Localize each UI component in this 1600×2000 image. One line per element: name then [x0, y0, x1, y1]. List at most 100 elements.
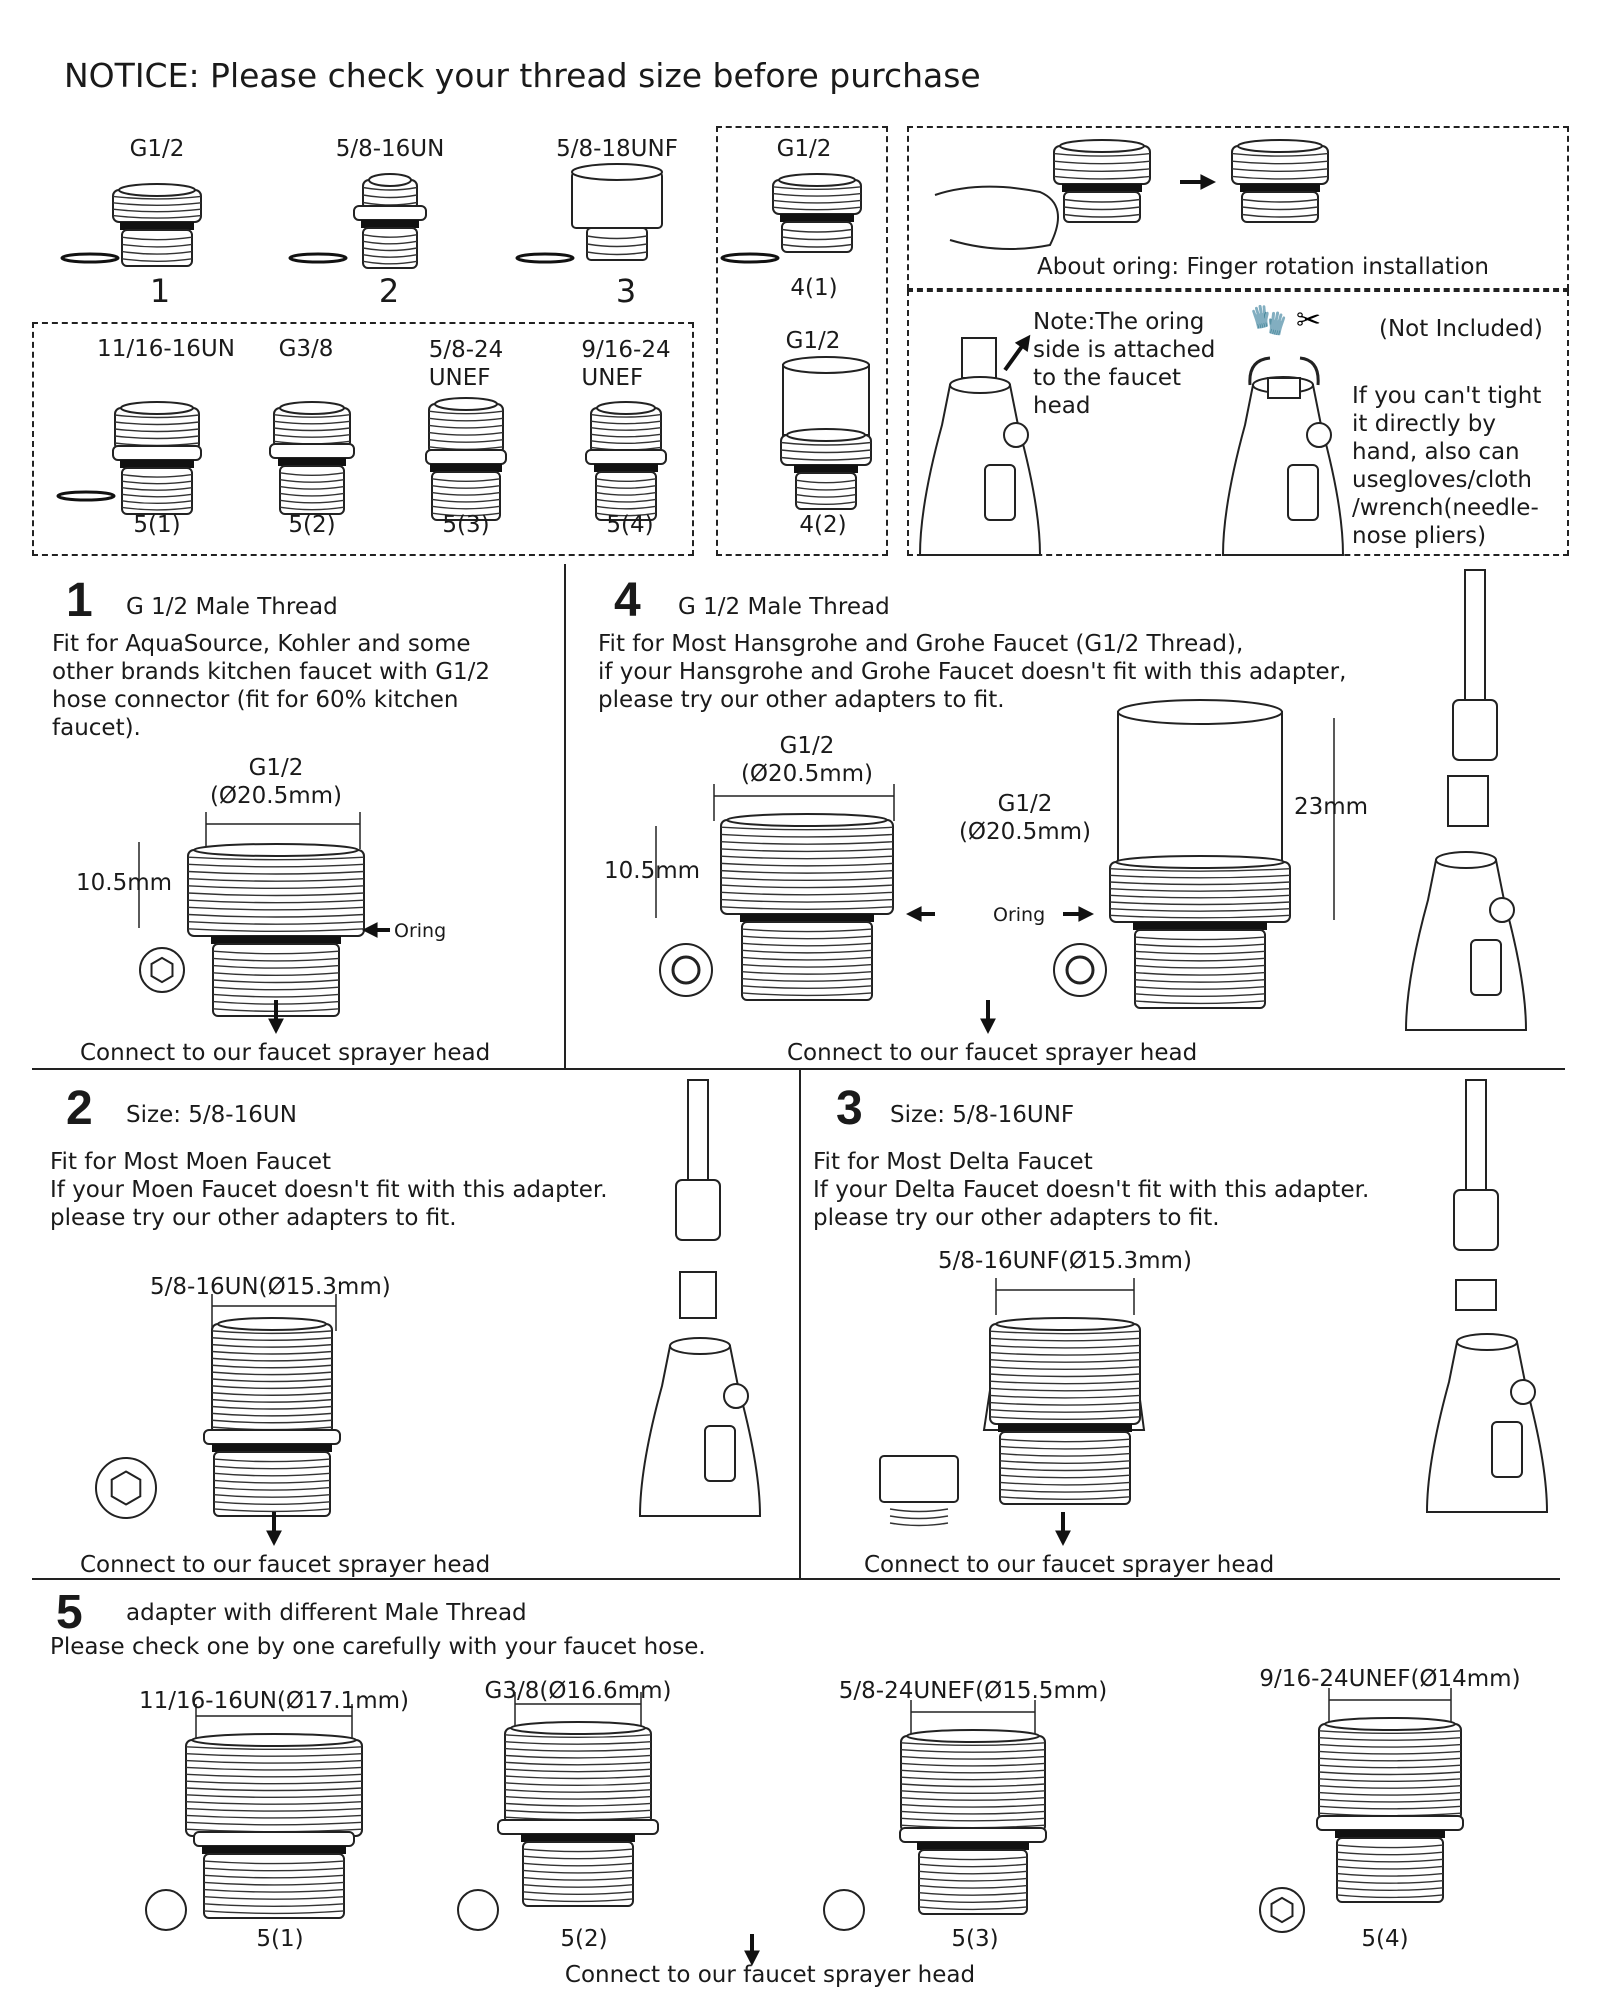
- adapter-5-1-oring-band: [120, 460, 194, 468]
- thread-line: [900, 1755, 1046, 1760]
- thread-line: [522, 1855, 634, 1860]
- adapter-4-2-body: [782, 364, 870, 436]
- thread-line: [989, 1330, 1141, 1335]
- hex-socket-icon-hex: [1270, 1896, 1294, 1924]
- thread-line: [741, 978, 873, 982]
- section-1-height: 10.5mm: [76, 870, 173, 896]
- adapter-section-4b-rim: [1115, 855, 1285, 869]
- thread-line: [522, 1883, 634, 1888]
- thread-line: [741, 935, 873, 940]
- hose-icon: [1464, 569, 1486, 721]
- arrow-down-icon-head: [1055, 1530, 1071, 1546]
- thread-line: [781, 228, 853, 233]
- thread-line: [1318, 1771, 1462, 1776]
- thread-line: [211, 1412, 333, 1417]
- thread-line: [918, 1863, 1028, 1868]
- thread-line: [504, 1734, 652, 1739]
- adapter-section-4a-rim: [726, 813, 888, 827]
- thread-line: [772, 186, 862, 190]
- ring-icon: [659, 943, 713, 997]
- section-4-number: 4: [614, 574, 641, 627]
- sprayer-head-icon: [1425, 1341, 1549, 1513]
- adapter-section-2-rim: [217, 1317, 327, 1331]
- thread-line: [989, 1344, 1141, 1349]
- thread-line: [795, 486, 857, 491]
- thread-line: [187, 906, 365, 911]
- num-2: 2: [378, 272, 400, 310]
- thread-line: [1109, 907, 1291, 912]
- thread-line: [114, 421, 200, 426]
- section-3-connect: Connect to our faucet sprayer head: [864, 1552, 1275, 1578]
- thread-line: [362, 194, 418, 199]
- section-1-desc: Fit for AquaSource, Kohler and some othe…: [52, 631, 491, 741]
- thread-line: [211, 1405, 333, 1410]
- thread-line: [999, 1474, 1131, 1479]
- adapter-4-2-rim: [782, 356, 870, 374]
- thread-line: [1109, 867, 1291, 872]
- thread-line: [590, 433, 662, 438]
- thread-line: [504, 1741, 652, 1745]
- section-1-number: 1: [66, 574, 93, 627]
- thread-line: [185, 1759, 363, 1764]
- section-3-dim: 5/8-16UNF(Ø15.3mm): [938, 1248, 1192, 1274]
- sprayer-button: [704, 1425, 736, 1482]
- thread-line: [720, 826, 894, 831]
- thread-line: [428, 410, 504, 415]
- adapter-5-2-oring-band: [278, 458, 346, 466]
- thread-line: [1134, 978, 1266, 983]
- ring-icon: [1053, 943, 1107, 997]
- arrow-right-icon-head: [1078, 906, 1094, 922]
- thread-line: [212, 979, 340, 984]
- arrow-down-icon-head: [744, 1950, 760, 1966]
- thread-line: [780, 449, 872, 454]
- thread-line: [212, 957, 340, 962]
- thread-line: [211, 1398, 333, 1403]
- num-5-4: 5(4): [606, 512, 654, 538]
- thread-line: [187, 856, 365, 861]
- thread-line: [918, 1906, 1028, 1911]
- thread-line: [590, 440, 662, 445]
- label-5-8-16un: 5/8-16UN: [335, 136, 445, 162]
- hex-socket-icon: [95, 1457, 157, 1519]
- divider: [564, 564, 566, 1068]
- arrow-left-icon-head: [906, 906, 922, 922]
- thread-line: [795, 501, 857, 505]
- thread-line: [185, 1766, 363, 1771]
- thread-line: [741, 985, 873, 990]
- star-socket-icon: [139, 947, 185, 993]
- thread-line: [1318, 1743, 1462, 1748]
- thread-line: [121, 243, 193, 248]
- ring-icon-inner: [671, 955, 701, 985]
- adapter-5-4-rim: [596, 401, 656, 415]
- thread-line: [1134, 943, 1266, 948]
- label-5-2: G3/8: [278, 336, 334, 362]
- thread-line: [121, 480, 193, 485]
- thread-line: [741, 949, 873, 954]
- thread-line: [795, 493, 857, 498]
- adapter-section-5-2-rim: [510, 1721, 646, 1735]
- num-4-2: 4(2): [799, 512, 847, 538]
- section-1-oring: Oring: [394, 920, 447, 942]
- thread-line: [1053, 175, 1151, 180]
- adapter-section-5-3-oring-band: [917, 1842, 1029, 1850]
- thread-line: [1336, 1887, 1444, 1891]
- thread-line: [211, 1350, 333, 1355]
- section-3-desc: Fit for Most Delta Faucet If your Delta …: [813, 1149, 1370, 1231]
- thread-line: [586, 243, 648, 248]
- thread-line: [504, 1775, 652, 1780]
- num-3: 3: [615, 272, 637, 310]
- sprayer-button: [984, 464, 1016, 521]
- thread-line: [213, 1465, 331, 1470]
- thread-line: [187, 870, 365, 875]
- thread-line: [900, 1742, 1046, 1747]
- thread-line: [741, 942, 873, 947]
- thread-line: [522, 1848, 634, 1853]
- thread-line: [1318, 1757, 1462, 1762]
- thread-line: [1318, 1778, 1462, 1783]
- thread-line: [211, 1343, 333, 1348]
- adapter-section-5-4-rim: [1324, 1717, 1456, 1731]
- thread-line: [431, 485, 501, 489]
- section-1-connect: Connect to our faucet sprayer head: [80, 1040, 491, 1066]
- thread-line: [185, 1787, 363, 1792]
- thread-line: [918, 1870, 1028, 1875]
